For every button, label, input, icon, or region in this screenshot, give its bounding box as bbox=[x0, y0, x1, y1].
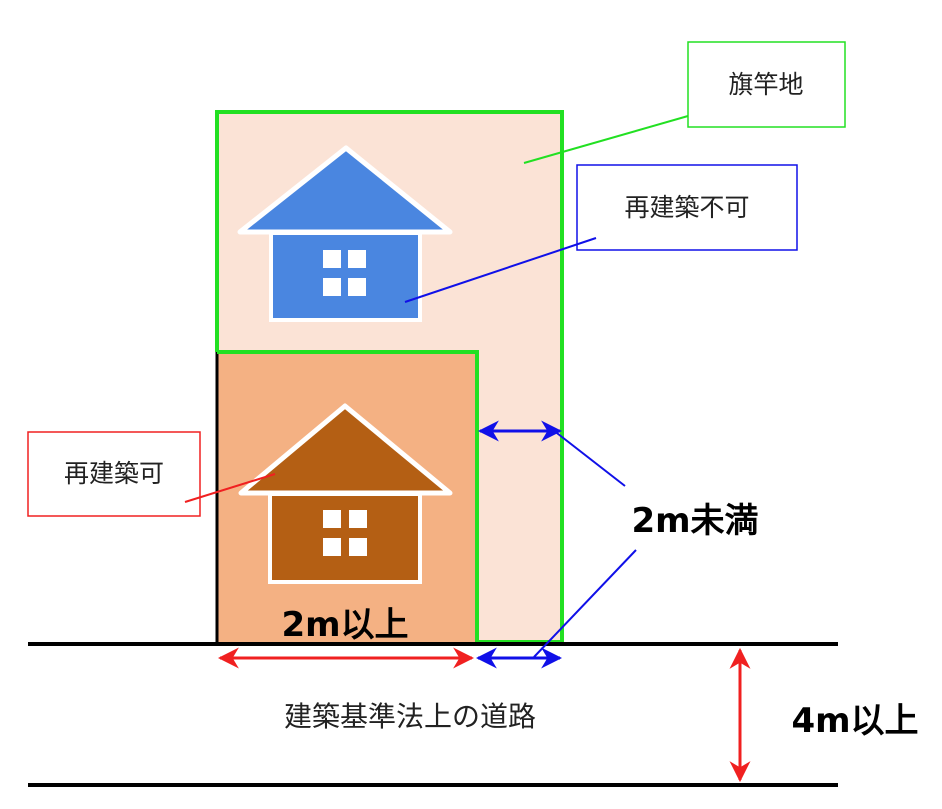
house-not-rebuildable-icon bbox=[237, 145, 453, 322]
flag-lot-callout-box bbox=[687, 41, 846, 128]
rebuildable-label: 再建築可 bbox=[64, 459, 164, 488]
less-than-2m-label: 2m未満 bbox=[631, 501, 758, 541]
road-width-label: 4m以上 bbox=[791, 701, 918, 741]
rebuildable-leader bbox=[184, 473, 276, 503]
not-rebuildable-label: 再建築不可 bbox=[624, 193, 749, 222]
more-than-2m-label: 2m以上 bbox=[281, 605, 408, 645]
rebuildable-callout-box bbox=[27, 431, 201, 517]
flag-lot-label: 旗竿地 bbox=[728, 70, 803, 99]
flag-lot-leader bbox=[523, 115, 689, 164]
house-rebuildable-icon bbox=[238, 403, 453, 584]
less-than-2m-leader-bottom bbox=[533, 549, 637, 658]
not-rebuildable-leader bbox=[404, 237, 597, 303]
road-label: 建築基準法上の道路 bbox=[284, 700, 536, 733]
not-rebuildable-callout-box bbox=[576, 164, 798, 251]
less-than-2m-leader-top bbox=[552, 429, 626, 487]
